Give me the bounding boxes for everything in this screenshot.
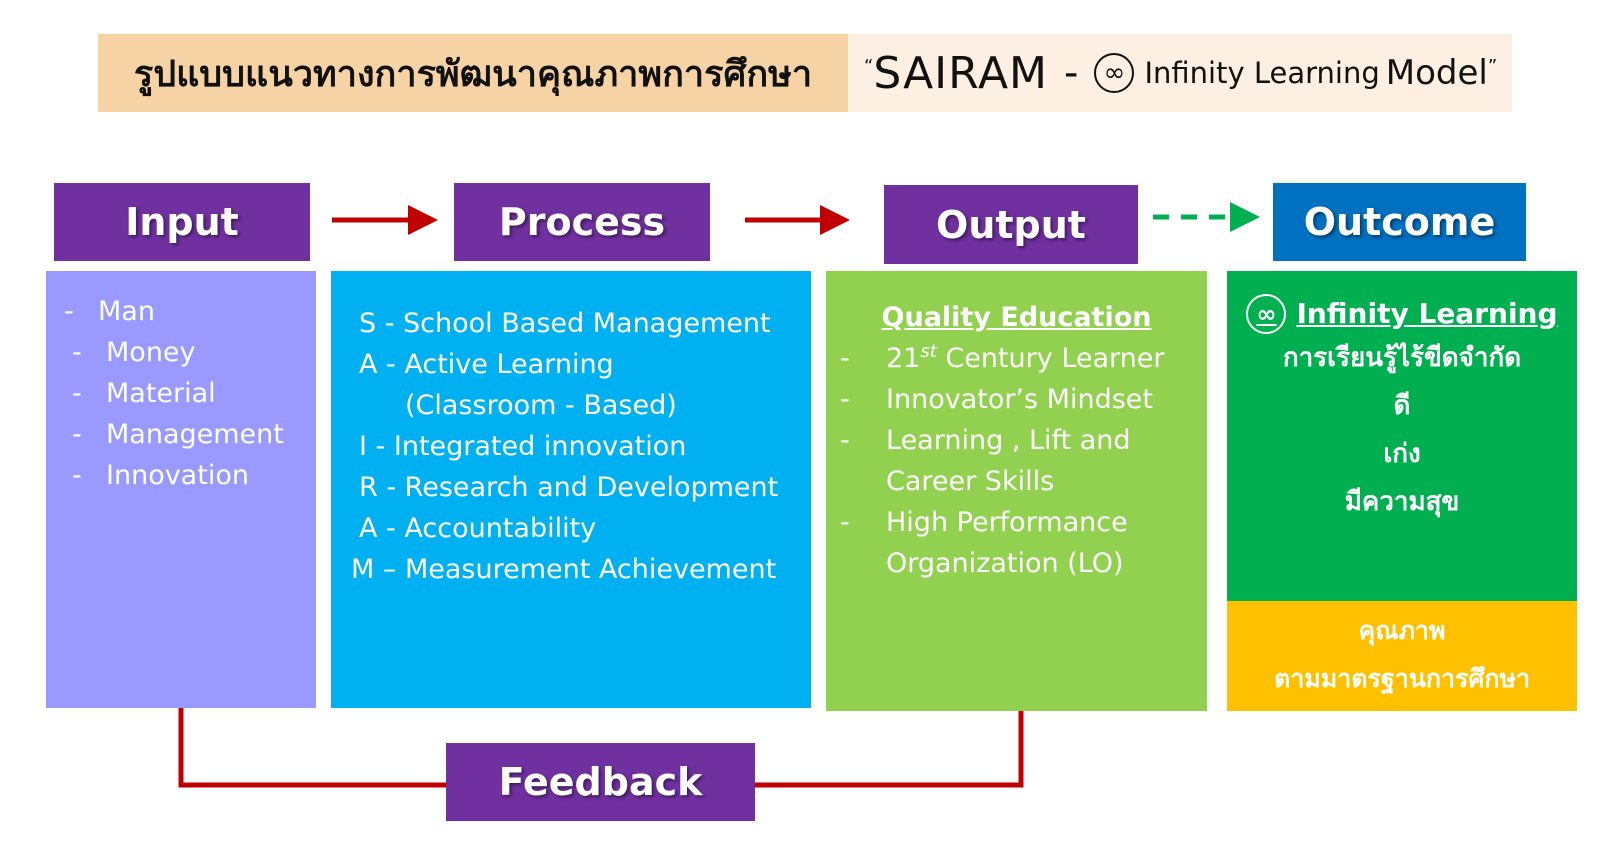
infinity-icon: ∞ — [1094, 53, 1135, 93]
stage-input-label: Input — [125, 200, 239, 244]
quality-box: คุณภาพ ตามมาตรฐานการศึกษา — [1227, 601, 1577, 711]
list-item: - High Performance — [840, 507, 1128, 538]
outcome-title: ∞ Infinity Learning — [1227, 293, 1577, 334]
list-item: I - Integrated innovation — [359, 431, 687, 462]
list-item: A - Accountability — [359, 513, 597, 544]
input-box: -Man -Money -Material -Management -Innov… — [46, 271, 316, 708]
list-item: - Innovator’s Mindset — [840, 384, 1153, 415]
list-item: การเรียนรู้ไร้ขีดจำกัด — [1282, 343, 1522, 373]
close-quote: ” — [1487, 56, 1498, 77]
stage-process: Process — [454, 183, 710, 261]
stage-output: Output — [884, 185, 1138, 264]
title-sairam: SAIRAM — [873, 47, 1049, 99]
list-item: ดี — [1393, 391, 1411, 421]
feedback-loop-right — [755, 711, 1024, 788]
infinity-icon: ∞ — [1246, 293, 1287, 334]
list-item: A - Active Learning — [359, 349, 614, 380]
output-box: Quality Education - 21st Century Learner… — [826, 271, 1207, 711]
list-item: -Innovation — [72, 460, 249, 491]
list-item: R - Research and Development — [359, 472, 779, 503]
list-item: M – Measurement Achievement — [351, 554, 777, 585]
list-item: เก่ง — [1383, 439, 1421, 469]
list-item-continuation: Career Skills — [886, 466, 1055, 497]
list-item: -Man — [64, 296, 155, 327]
list-item-continuation: Organization (LO) — [886, 548, 1124, 579]
outcome-box: ∞ Infinity Learning การเรียนรู้ไร้ขีดจำก… — [1227, 271, 1577, 601]
title-dash: - — [1064, 50, 1079, 96]
list-item: - Learning , Lift and — [840, 425, 1131, 456]
list-item: -Management — [72, 419, 284, 450]
title-infinity-learning: Infinity Learning — [1144, 56, 1380, 90]
stage-feedback: Feedback — [446, 743, 755, 821]
title-thai: รูปแบบแนวทางการพัฒนาคุณภาพการศึกษา — [98, 34, 848, 112]
feedback-loop-left — [178, 708, 446, 788]
stage-outcome-label: Outcome — [1303, 200, 1496, 244]
title-thai-text: รูปแบบแนวทางการพัฒนาคุณภาพการศึกษา — [133, 53, 813, 95]
quality-line: ตามมาตรฐานการศึกษา — [1274, 664, 1530, 693]
list-item: -Material — [72, 378, 216, 409]
output-title: Quality Education — [881, 302, 1152, 333]
stage-feedback-label: Feedback — [498, 760, 703, 804]
list-item: - 21st Century Learner — [840, 341, 1165, 375]
outcome-title-text: Infinity Learning — [1296, 297, 1558, 330]
open-quote: “ — [864, 56, 874, 77]
process-box: S - School Based Management A - Active L… — [331, 271, 811, 708]
stage-output-label: Output — [936, 202, 1086, 247]
list-item: -Money — [72, 337, 196, 368]
stage-process-label: Process — [498, 200, 666, 244]
quality-line: คุณภาพ — [1358, 616, 1446, 645]
stage-input: Input — [54, 183, 310, 261]
stage-outcome: Outcome — [1273, 183, 1526, 261]
title-model-word: Model — [1385, 53, 1488, 93]
list-item: มีความสุข — [1344, 487, 1460, 517]
list-item: (Classroom - Based) — [405, 390, 677, 421]
title-model: “ SAIRAM - ∞ Infinity Learning Model ” — [848, 34, 1512, 112]
list-item: S - School Based Management — [359, 308, 771, 339]
